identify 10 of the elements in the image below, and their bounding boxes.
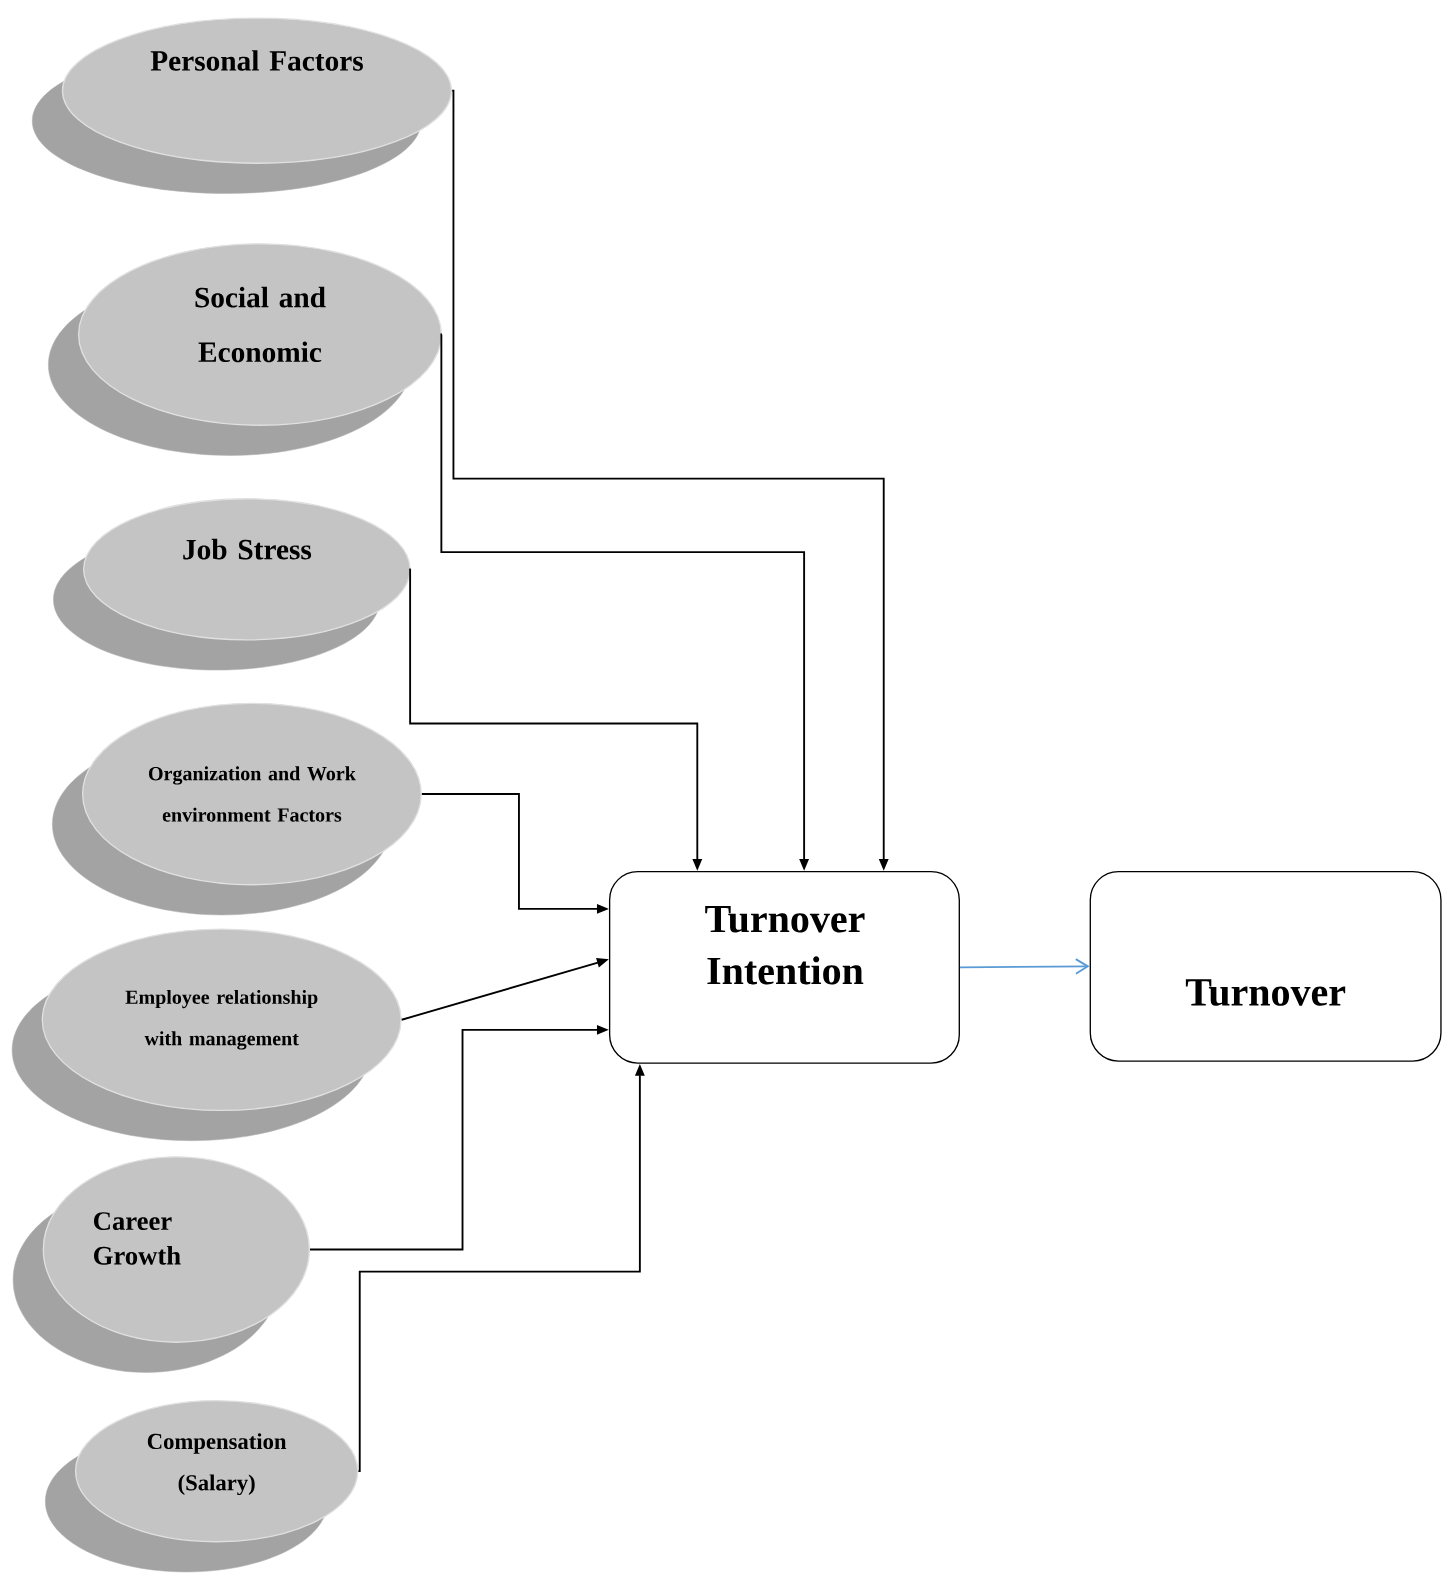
ellipse-node: Personal Factors [31,17,453,194]
rounded-box: Turnover [1089,870,1442,1062]
ellipse-node: Organization and Work environment Factors [52,702,422,916]
ellipse-node: Job Stress [53,498,411,671]
arrow [959,958,1090,975]
ellipse-node: Social and Economic [48,243,442,456]
ellipse-node: Employee relationship with management [11,928,402,1141]
ellipse-node: Compensation (Salary) [45,1400,359,1573]
rounded-box: Turnover Intention [608,870,960,1064]
ellipse-node: Career Growth [12,1156,310,1373]
